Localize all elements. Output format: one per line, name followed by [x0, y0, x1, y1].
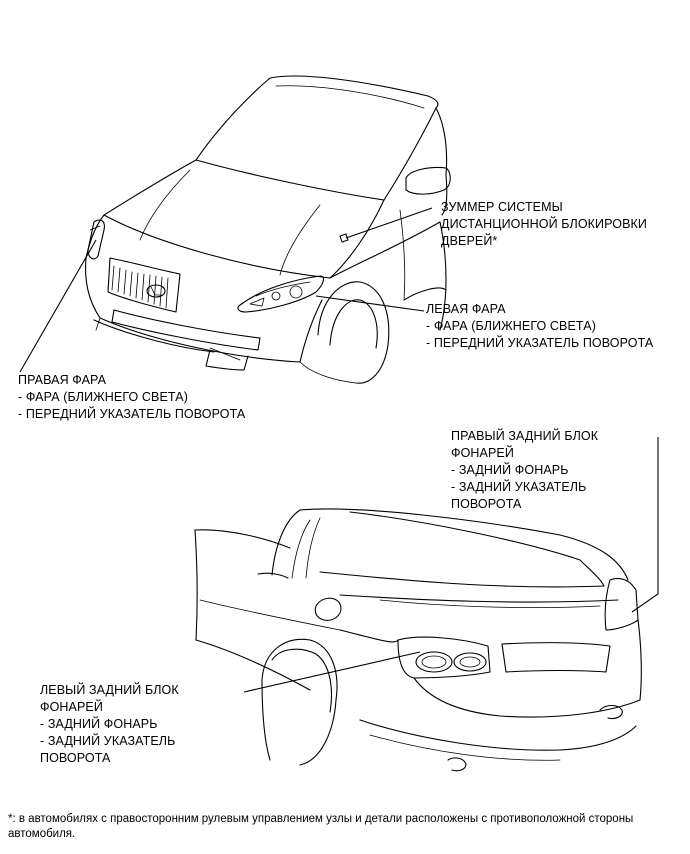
footnote: *: в автомобилях с правосторонним рулевы… — [8, 813, 634, 840]
leader-left-rear-lamp — [243, 651, 421, 693]
label-line: ДИСТАНЦИОННОЙ БЛОКИРОВКИ — [441, 217, 648, 231]
label-line: - ЗАДНИЙ ФОНАРЬ — [40, 717, 158, 731]
label-left-headlamp: ЛЕВАЯ ФАРА - ФАРА (БЛИЖНЕГО СВЕТА) - ПЕР… — [426, 301, 653, 352]
label-line: ПОВОРОТА — [40, 751, 111, 765]
label-line: ЛЕВАЯ ФАРА — [426, 302, 506, 316]
label-line: - ПЕРЕДНИЙ УКАЗАТЕЛЬ ПОВОРОТА — [18, 407, 246, 421]
leader-lines — [19, 207, 659, 693]
label-right-rear-lamp: ПРАВЫЙ ЗАДНИЙ БЛОК ФОНАРЕЙ - ЗАДНИЙ ФОНА… — [451, 428, 598, 513]
front-car-drawing — [85, 75, 451, 384]
label-line: - ФАРА (БЛИЖНЕГО СВЕТА) — [18, 390, 188, 404]
label-line: ПОВОРОТА — [451, 497, 522, 511]
label-line: ЛЕВЫЙ ЗАДНИЙ БЛОК — [40, 683, 179, 697]
label-line: ДВЕРЕЙ* — [441, 234, 498, 248]
label-line: - ФАРА (БЛИЖНЕГО СВЕТА) — [426, 319, 596, 333]
label-buzzer: ЗУММЕР СИСТЕМЫ ДИСТАНЦИОННОЙ БЛОКИРОВКИ … — [441, 199, 647, 250]
label-line: ПРАВАЯ ФАРА — [18, 373, 107, 387]
label-line: - ПЕРЕДНИЙ УКАЗАТЕЛЬ ПОВОРОТА — [426, 336, 654, 350]
label-line: ПРАВЫЙ ЗАДНИЙ БЛОК — [451, 429, 599, 443]
leader-buzzer — [345, 207, 433, 239]
label-line: - ЗАДНИЙ УКАЗАТЕЛЬ — [40, 734, 176, 748]
rear-car-drawing — [194, 508, 642, 772]
label-right-headlamp: ПРАВАЯ ФАРА - ФАРА (БЛИЖНЕГО СВЕТА) - ПЕ… — [18, 372, 245, 423]
label-line: ФОНАРЕЙ — [451, 446, 514, 460]
label-line: ФОНАРЕЙ — [40, 700, 103, 714]
label-line: - ЗАДНИЙ УКАЗАТЕЛЬ — [451, 480, 587, 494]
label-left-rear-lamp: ЛЕВЫЙ ЗАДНИЙ БЛОК ФОНАРЕЙ - ЗАДНИЙ ФОНАР… — [40, 682, 179, 767]
label-line: ЗУММЕР СИСТЕМЫ — [441, 200, 563, 214]
label-line: - ЗАДНИЙ ФОНАРЬ — [451, 463, 569, 477]
leader-right-headlamp — [19, 239, 97, 373]
leader-right-rear-lamp — [631, 437, 659, 613]
leader-left-headlamp — [315, 295, 425, 312]
